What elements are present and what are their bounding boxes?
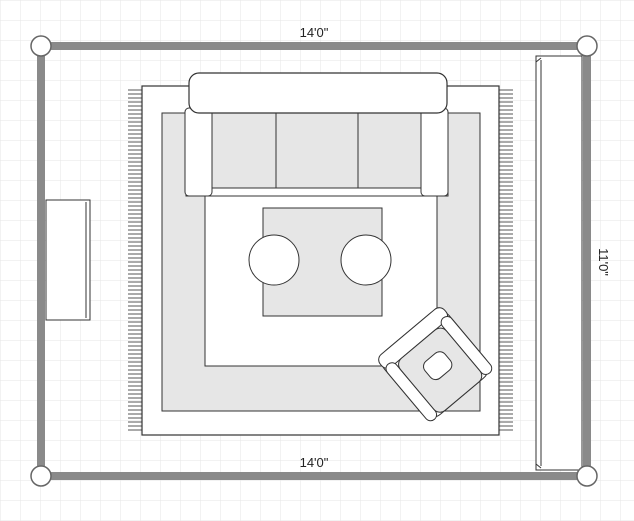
sofa[interactable]	[184, 72, 449, 197]
dimension-right-label: 11'0"	[596, 248, 611, 276]
wall-top[interactable]	[38, 42, 590, 50]
console-end-top	[535, 57, 542, 63]
console-end-bottom	[535, 463, 542, 469]
room-walls[interactable]	[37, 42, 591, 480]
console-table[interactable]	[535, 55, 583, 471]
wall-bottom[interactable]	[38, 472, 590, 480]
rug-fringe-left	[128, 88, 142, 433]
dimension-top-label: 14'0"	[300, 25, 329, 40]
corner-handle-top-left[interactable]	[30, 35, 52, 57]
armchair[interactable]	[376, 305, 494, 423]
stool-right[interactable]	[340, 234, 392, 286]
armchair-pillow	[423, 351, 453, 381]
sofa-arm-left	[184, 107, 213, 197]
stool-left[interactable]	[248, 234, 300, 286]
sofa-cushion-right	[357, 112, 422, 189]
sofa-cushion-left	[211, 112, 277, 189]
sofa-cushion-middle	[275, 112, 359, 189]
corner-handle-top-right[interactable]	[576, 35, 598, 57]
side-cabinet[interactable]	[45, 199, 91, 321]
rug-fringe-right	[499, 88, 513, 433]
corner-handle-bottom-left[interactable]	[30, 465, 52, 487]
dimension-bottom-label: 14'0"	[300, 455, 329, 470]
corner-handle-bottom-right[interactable]	[576, 465, 598, 487]
wall-right[interactable]	[583, 46, 591, 476]
wall-left[interactable]	[37, 46, 45, 476]
sofa-back	[188, 72, 448, 114]
sofa-arm-right	[420, 107, 449, 197]
